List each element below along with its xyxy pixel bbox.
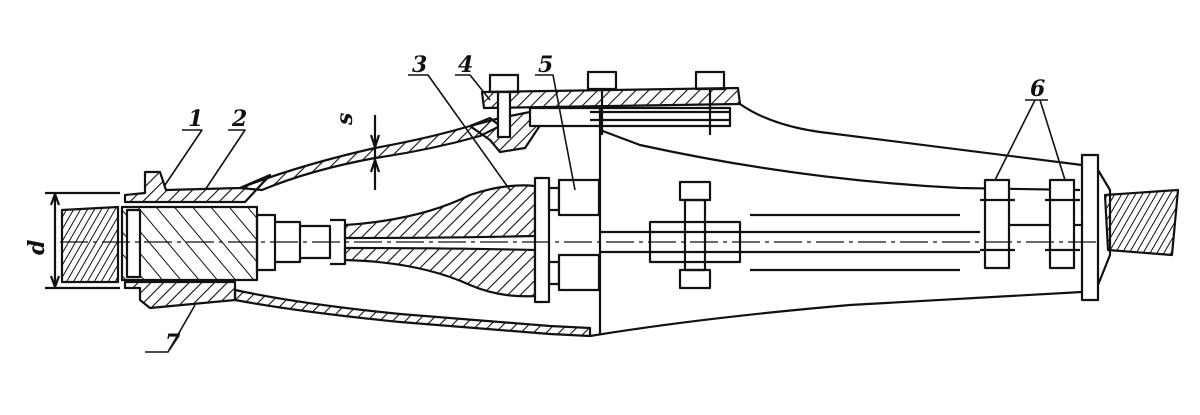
lower-shell [233,288,592,338]
callout-7: 7 [165,330,181,356]
stress-cone-3 [343,184,537,240]
callout-1: 1 [188,106,203,132]
flange-plate [533,176,551,304]
callout-5: 5 [538,52,553,78]
label-s: s [332,113,358,126]
right-cable [1103,188,1180,257]
right-upper-shell [739,103,1083,167]
top-cover-plate [480,86,742,110]
left-cable [60,205,120,284]
dimension-s [369,115,381,190]
callout-4: 4 [458,52,473,78]
connector-sleeve [120,205,259,282]
callout-3: 3 [412,52,427,78]
blocks-5 [547,178,601,292]
top-bolts [488,70,726,139]
label-d: d [24,240,50,255]
dimension-d [45,191,120,290]
upper-shell [238,116,502,192]
leader-lines [145,74,1066,353]
middle-bolt [678,180,712,290]
clamp-bolts-6 [980,178,1082,270]
sleeve-lower [123,280,237,310]
callout-2: 2 [231,106,247,132]
connector-shaft [255,213,347,272]
right-end-cone [1080,153,1112,302]
callout-6: 6 [1030,76,1045,102]
